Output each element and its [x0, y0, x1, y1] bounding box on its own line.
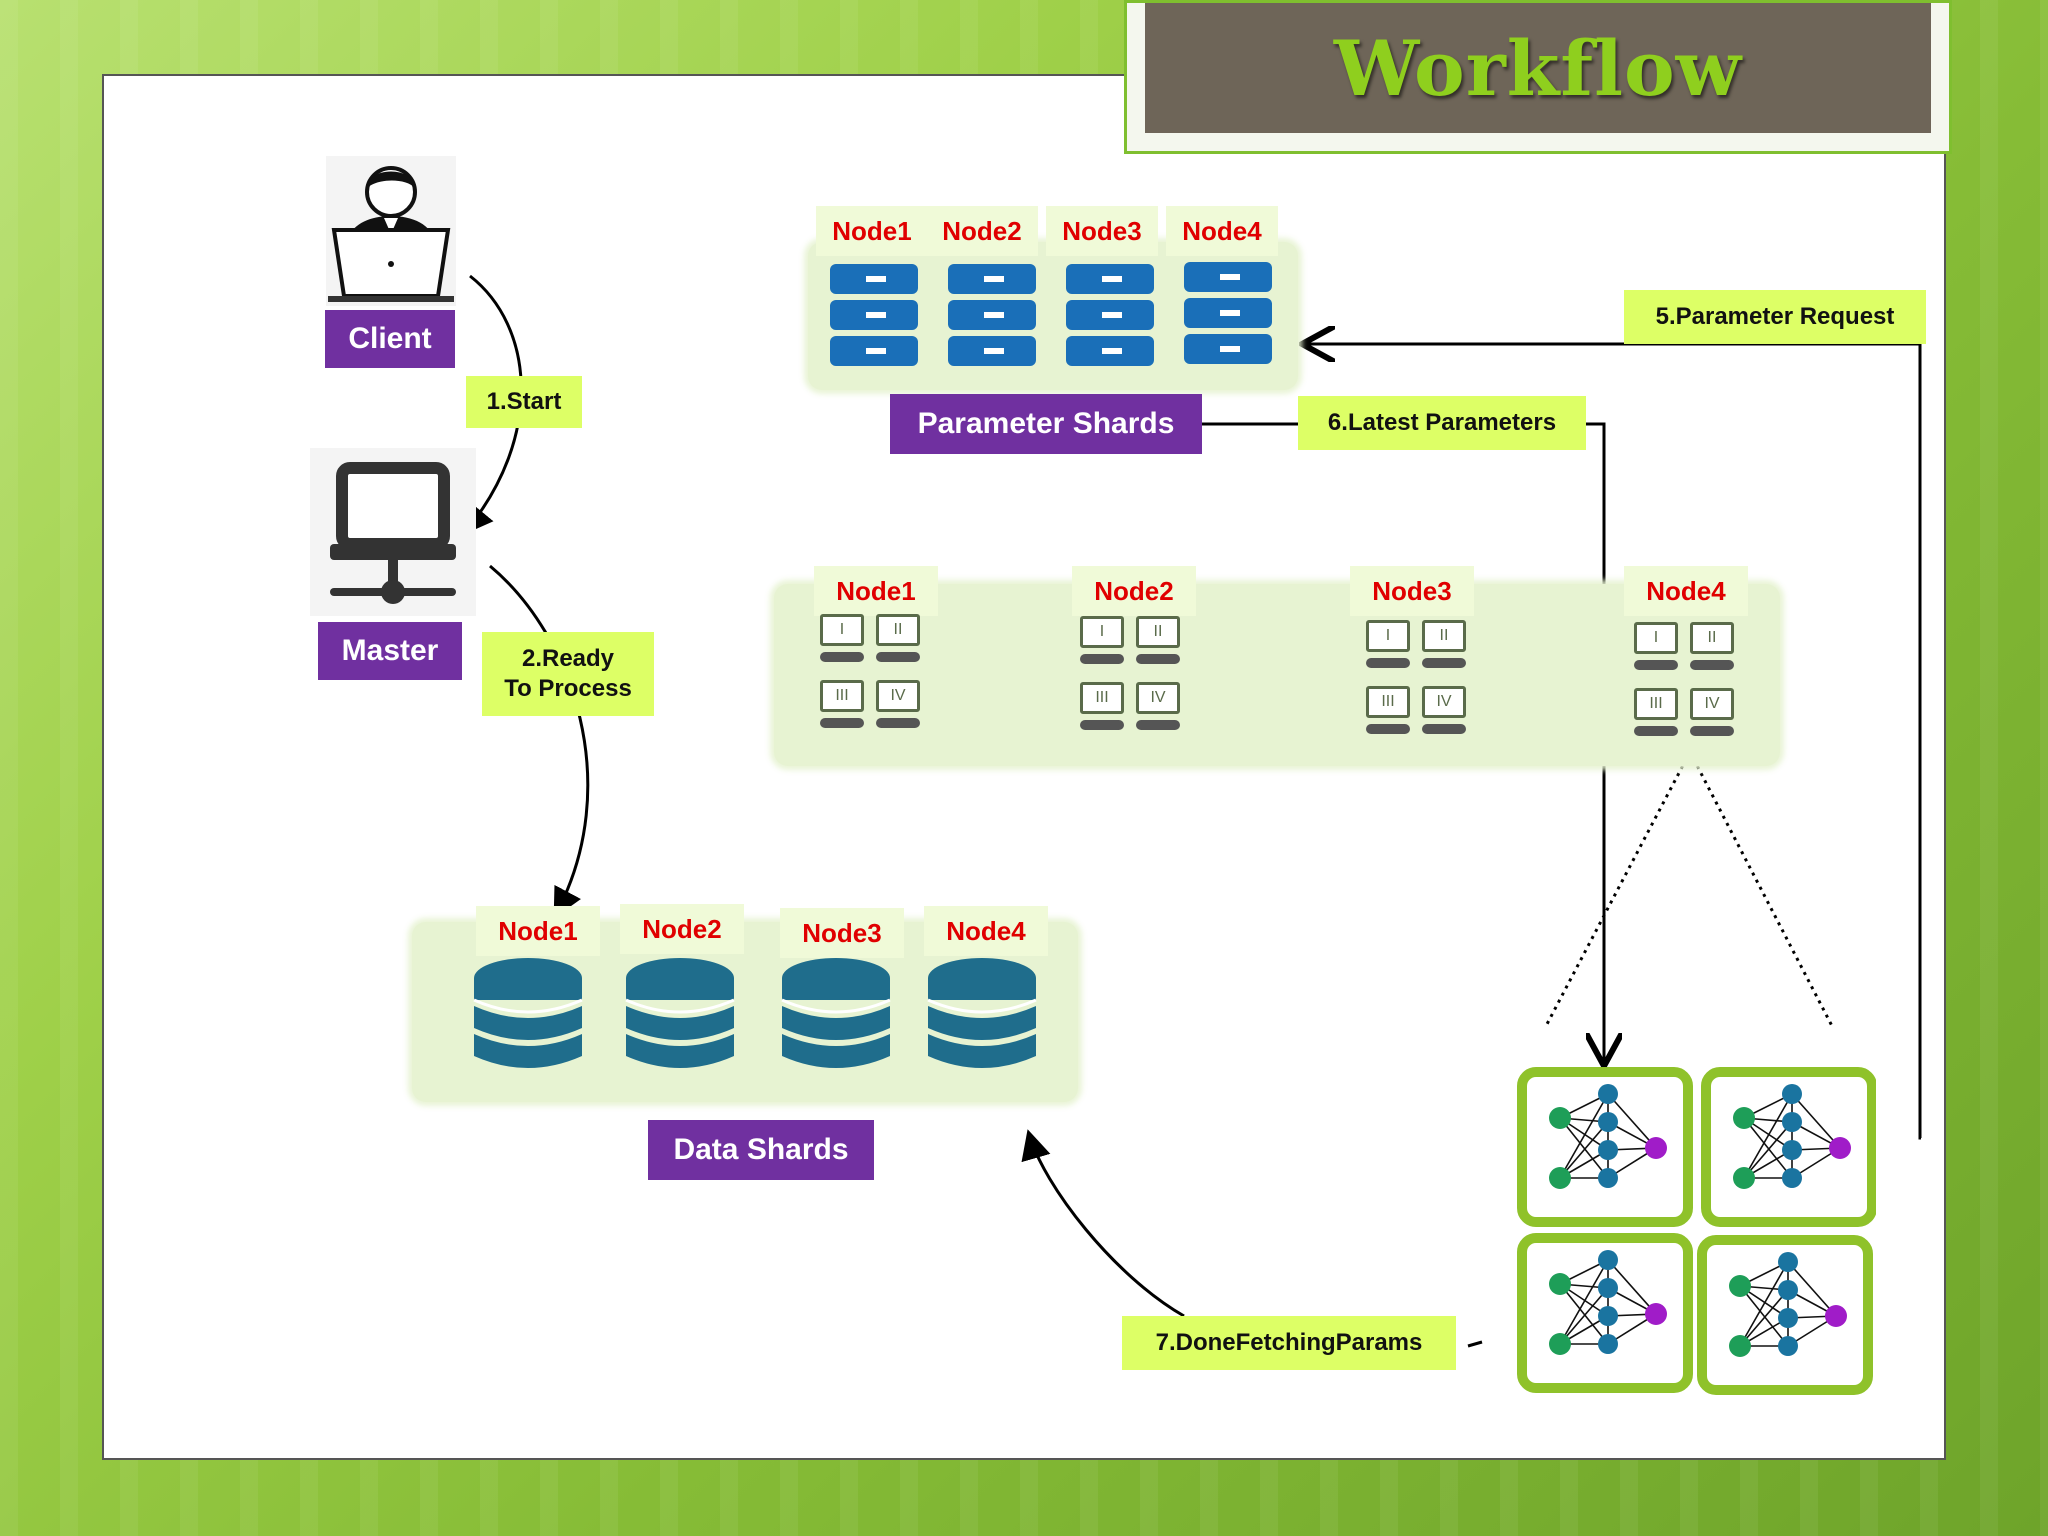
page-title: Workflow [1333, 23, 1743, 113]
server-rack-2 [948, 264, 1036, 366]
database-icon-4 [927, 958, 1037, 1068]
client-label: Client [325, 310, 455, 368]
slide-canvas: Workflow Client 1.Start [102, 0, 1952, 1460]
database-icon-2 [625, 958, 735, 1068]
partition-cell: II [1422, 620, 1466, 652]
database-icon-3 [781, 958, 891, 1068]
partition-cell: I [1634, 622, 1678, 654]
data-node-tab-1: Node1 [476, 906, 600, 956]
nn-tile-2 [1706, 1072, 1872, 1222]
dotted-left [1544, 751, 1692, 1027]
arrow-ready [489, 564, 590, 919]
step-ready-line2: To Process [504, 675, 632, 702]
partition-cell: III [820, 680, 864, 712]
arrow-param-request [1302, 344, 1922, 1140]
worker-partitions-2: I II III IV [1080, 616, 1190, 746]
partition-cell: IV [1136, 682, 1180, 714]
partition-cell: IV [876, 680, 920, 712]
step-ready: 2.Ready To Process [482, 632, 654, 716]
step-done-fetching: 7.DoneFetchingParams [1122, 1316, 1456, 1370]
partition-cell: IV [1690, 688, 1734, 720]
nn-tile-4 [1702, 1240, 1868, 1390]
data-shards-label: Data Shards [648, 1120, 874, 1180]
step-latest-parameters: 6.Latest Parameters [1298, 396, 1586, 450]
partition-cell: II [1136, 616, 1180, 648]
partition-cell: I [1366, 620, 1410, 652]
partition-cell: III [1080, 682, 1124, 714]
partition-cell: I [820, 614, 864, 646]
dotted-right [1688, 751, 1834, 1027]
neural-network-tiles [1516, 1066, 1876, 1406]
step-parameter-request: 5.Parameter Request [1624, 290, 1926, 344]
nn-tile-1 [1522, 1072, 1688, 1222]
partition-cell: II [1690, 622, 1734, 654]
partition-cell: III [1634, 688, 1678, 720]
worker-partitions-3: I II III IV [1366, 620, 1476, 750]
client-icon [326, 156, 456, 306]
master-icon [310, 448, 476, 616]
server-rack-1 [830, 264, 918, 366]
partition-cell: I [1080, 616, 1124, 648]
step-start: 1.Start [466, 376, 582, 428]
title-banner: Workflow [1145, 3, 1931, 133]
worker-node-tab-3: Node3 [1350, 566, 1474, 616]
param-node-tab-4: Node4 [1166, 206, 1278, 256]
worker-partitions-1: I II III IV [820, 614, 930, 744]
worker-nodes-panel [774, 584, 1780, 766]
partition-cell: II [876, 614, 920, 646]
server-rack-4 [1184, 262, 1272, 364]
arrow-done-fetching [1021, 1129, 1185, 1318]
data-node-tab-2: Node2 [620, 904, 744, 954]
database-icons [473, 958, 1037, 1068]
server-rack-3 [1066, 264, 1154, 366]
param-node-tab-2: Node2 [926, 206, 1038, 256]
param-node-tab-3: Node3 [1046, 206, 1158, 256]
nn-tile-3 [1522, 1238, 1688, 1388]
worker-node-tab-4: Node4 [1624, 566, 1748, 616]
step-ready-line1: 2.Ready [521, 645, 615, 672]
partition-cell: III [1366, 686, 1410, 718]
title-box: Workflow [1124, 0, 1952, 154]
done-fetching-stub [1467, 1340, 1483, 1348]
data-node-tab-4: Node4 [924, 906, 1048, 956]
worker-partitions-4: I II III IV [1634, 622, 1744, 752]
param-node-tab-1: Node1 [816, 206, 928, 256]
database-icon-1 [473, 958, 583, 1068]
worker-node-tab-2: Node2 [1072, 566, 1196, 616]
data-node-tab-3: Node3 [780, 908, 904, 958]
param-server-icons [830, 262, 1272, 366]
worker-node-tab-1: Node1 [814, 566, 938, 616]
partition-cell: IV [1422, 686, 1466, 718]
master-label: Master [318, 622, 462, 680]
parameter-shards-label: Parameter Shards [890, 394, 1202, 454]
